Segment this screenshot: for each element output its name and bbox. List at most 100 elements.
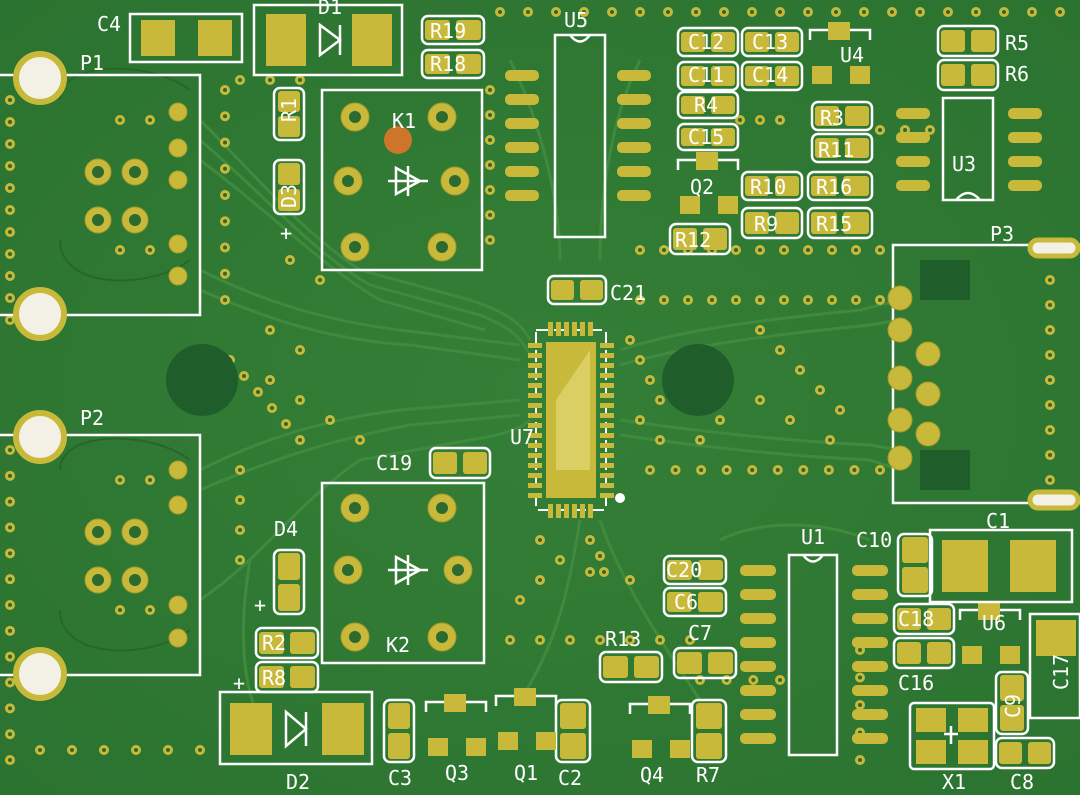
resistor-r16 <box>806 170 874 202</box>
via-hole <box>658 398 662 402</box>
transistor-q3-pad <box>428 738 448 756</box>
via-hole <box>8 164 12 168</box>
chip-pin <box>740 613 776 624</box>
resistor-r10-pad <box>745 176 769 196</box>
via-hole <box>858 675 862 680</box>
via-hole <box>830 298 834 302</box>
via-hole <box>223 245 227 250</box>
passive-components <box>254 14 1056 770</box>
chip-pin <box>852 589 888 600</box>
via-hole <box>778 10 782 14</box>
regulator-u6-pad <box>962 646 982 664</box>
via-hole <box>118 118 122 122</box>
chip-pin <box>740 589 776 600</box>
via-hole <box>554 10 558 14</box>
resistor-r6-pad <box>941 64 965 86</box>
relay-k1 <box>320 88 484 272</box>
chip-pin <box>600 433 614 438</box>
diode-d4 <box>272 548 306 616</box>
chip-pin <box>1008 180 1042 191</box>
via-field <box>5 7 1065 765</box>
capacitor-c8 <box>994 736 1056 770</box>
capacitor-c17 <box>1028 612 1080 720</box>
via-hole <box>788 418 792 422</box>
label-k2: K2 <box>386 633 410 657</box>
via-hole <box>662 248 666 252</box>
via-hole <box>878 468 882 472</box>
chip-u7 <box>535 329 625 511</box>
transistor-q2-pad <box>696 152 718 170</box>
capacitor-c21 <box>546 274 608 306</box>
via-hole <box>946 10 950 14</box>
via-hole <box>830 248 834 252</box>
chip-pin <box>588 504 593 518</box>
chip-pin <box>600 403 614 408</box>
capacitor-c8-pad <box>1028 742 1051 764</box>
label-d4: D4 <box>274 517 298 541</box>
via-hole <box>1030 10 1034 14</box>
via-hole <box>298 398 302 402</box>
label-r10: R10 <box>750 175 786 199</box>
chip-pin <box>556 504 561 518</box>
resistor-r3 <box>810 100 874 132</box>
label-p1: P1 <box>80 51 104 75</box>
label-c7: C7 <box>688 621 712 645</box>
chip-u3 <box>941 96 995 202</box>
label-r12: R12 <box>675 228 711 252</box>
via-hole <box>70 748 74 752</box>
resistor-r7-pad <box>696 703 722 729</box>
transistor-q2-pad <box>718 196 738 214</box>
resistor-r10 <box>740 170 804 202</box>
via-hole <box>568 638 572 642</box>
capacitor-c14-pad <box>745 66 769 86</box>
via-hole <box>238 528 242 532</box>
chip-u5 <box>553 33 607 239</box>
via-hole <box>722 10 726 14</box>
via-hole <box>890 10 894 14</box>
via-hole <box>38 748 42 752</box>
via-hole <box>778 118 782 122</box>
via-hole <box>782 248 786 252</box>
via-hole <box>778 348 782 352</box>
via-hole <box>734 298 738 302</box>
via-hole <box>223 193 227 197</box>
capacitor-c6-pad <box>698 592 723 612</box>
via-hole <box>508 638 512 642</box>
resistor-r4-pad <box>711 96 735 114</box>
capacitor-c21-pad <box>551 280 574 300</box>
via-hole <box>298 78 302 82</box>
via-hole <box>724 468 729 472</box>
transistor-q3-pad <box>466 738 486 756</box>
chip-pin <box>600 383 614 388</box>
via-hole <box>775 468 780 472</box>
capacitor-c19-pad <box>433 452 457 474</box>
mounting-hole-right <box>662 344 734 416</box>
via-hole <box>238 78 242 82</box>
chip-pin <box>505 190 539 201</box>
label-c21: C21 <box>610 281 646 305</box>
via-hole <box>750 468 755 472</box>
capacitor-c10-pad <box>902 567 928 593</box>
chip-pin <box>740 709 776 720</box>
via-hole <box>488 213 492 217</box>
capacitor-c20 <box>662 554 728 586</box>
resistor-r7-pad <box>696 733 722 759</box>
via-hole <box>268 78 272 82</box>
resistor-r4 <box>676 90 740 120</box>
via-hole <box>238 468 242 472</box>
via-hole <box>8 732 12 737</box>
via-hole <box>488 238 492 242</box>
chip-pin <box>740 661 776 672</box>
label-d1: D1 <box>318 0 342 19</box>
resistor-r15-pad <box>843 212 869 234</box>
resistor-r12-pad <box>673 228 697 250</box>
label-u1: U1 <box>801 525 825 549</box>
chip-pin <box>528 403 542 408</box>
capacitor-c13 <box>740 26 804 58</box>
via-hole <box>8 758 12 762</box>
capacitor-c7 <box>672 646 738 680</box>
resistor-r18-pad <box>456 54 481 74</box>
resistor-r6 <box>936 58 1000 92</box>
label-plus-d2: + <box>233 671 245 695</box>
chip-pin <box>600 453 614 458</box>
